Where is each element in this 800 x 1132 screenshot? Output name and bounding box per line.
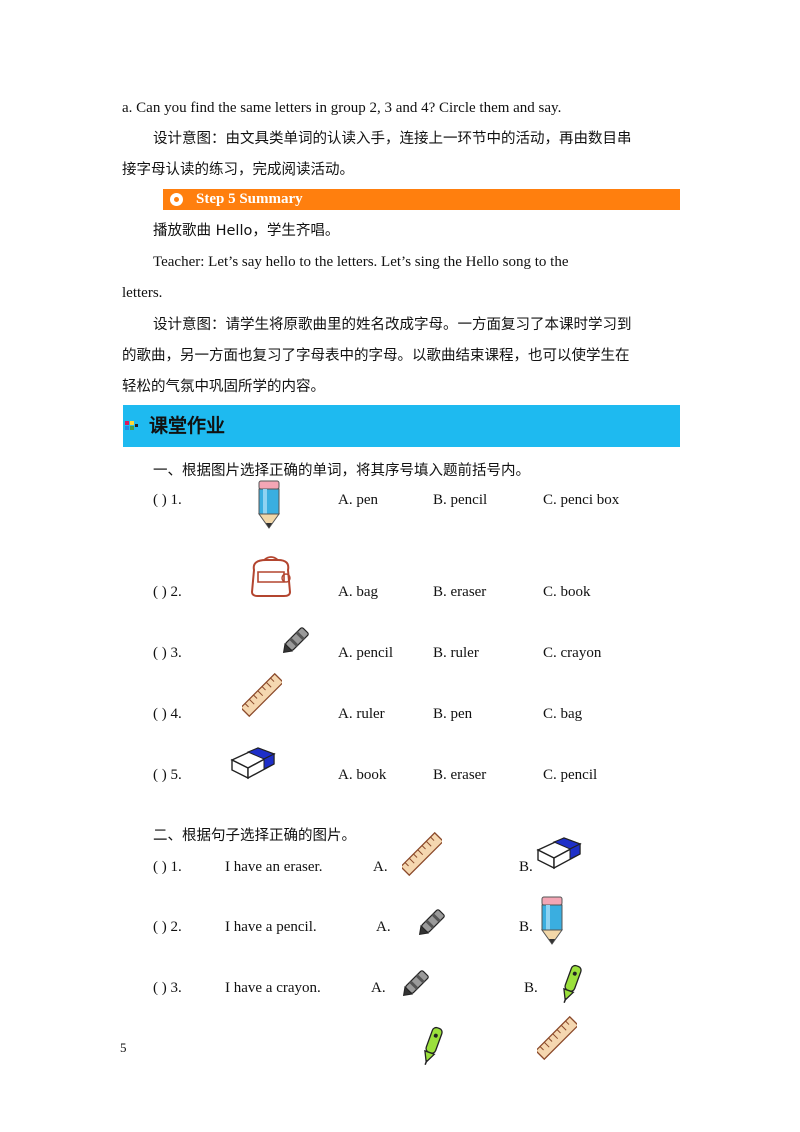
part2-item3-number: ( ) 3. <box>153 980 182 996</box>
ruler-icon <box>402 831 442 877</box>
design-intent-2-line1: 设计意图：请学生将原歌曲里的姓名改成字母。一方面复习了本课时学习到 <box>153 317 632 333</box>
crayon-icon <box>282 627 309 654</box>
part1-item5-number: ( ) 5. <box>153 767 182 783</box>
part1-item1-option-a: A. pen <box>338 492 378 508</box>
part1-item3-option-c: C. crayon <box>543 645 602 661</box>
pencil-icon <box>258 480 280 529</box>
part1-item5-option-a: A. book <box>338 767 387 783</box>
part1-item4-option-c: C. bag <box>543 706 583 722</box>
part2-item2-sentence: I have a pencil. <box>225 919 317 935</box>
part1-item3-option-b: B. ruler <box>433 645 479 661</box>
song-line: 播放歌曲 Hello，学生齐唱。 <box>153 223 340 239</box>
step5-label: Step 5 Summary <box>196 191 303 207</box>
bullet-circle-icon <box>170 193 183 206</box>
part2-item2-option-a: A. <box>376 919 391 935</box>
part2-item2-number: ( ) 2. <box>153 919 182 935</box>
part1-item4-option-b: B. pen <box>433 706 473 722</box>
crayon-icon <box>418 909 445 936</box>
part1-item1-number: ( ) 1. <box>153 492 182 508</box>
homework-title: 课堂作业 <box>149 415 226 437</box>
part2-item3-option-b: B. <box>524 980 538 996</box>
part1-item2-number: ( ) 2. <box>153 584 182 600</box>
part2-item1-number: ( ) 1. <box>153 859 182 875</box>
diamond-bullet-icon <box>125 421 138 430</box>
part2-item1-option-b: B. <box>519 859 533 875</box>
part1-item2-option-a: A. bag <box>338 584 378 600</box>
bag-icon <box>250 556 292 597</box>
design-intent-2-line3: 轻松的气氛中巩固所学的内容。 <box>122 379 325 395</box>
part1-title: 一、根据图片选择正确的单词，将其序号填入题前括号内。 <box>153 463 530 479</box>
part1-item2-option-b: B. eraser <box>433 584 487 600</box>
eraser-icon <box>536 837 582 870</box>
pen-icon <box>424 1026 443 1066</box>
part1-item1-option-c: C. penci box <box>543 492 620 508</box>
step5-banner: Step 5 Summary <box>163 189 680 210</box>
page-number: 5 <box>120 1040 127 1055</box>
teacher-line1: Teacher: Let’s say hello to the letters.… <box>153 254 569 270</box>
pencil-icon <box>541 896 563 945</box>
part1-item5-option-b: B. eraser <box>433 767 487 783</box>
design-intent-1-line1: 设计意图：由文具类单词的认读入手，连接上一环节中的活动，再由数目串 <box>153 131 632 147</box>
part1-item4-number: ( ) 4. <box>153 706 182 722</box>
ruler-icon <box>537 1015 577 1061</box>
part1-item3-option-a: A. pencil <box>338 645 393 661</box>
homework-banner: 课堂作业 <box>123 405 680 447</box>
part1-item2-option-c: C. book <box>543 584 591 600</box>
part2-item3-sentence: I have a crayon. <box>225 980 321 996</box>
part2-title: 二、根据句子选择正确的图片。 <box>153 828 356 844</box>
pen-icon <box>563 964 582 1004</box>
part1-item5-option-c: C. pencil <box>543 767 598 783</box>
crayon-icon <box>402 970 429 997</box>
design-intent-2-line2: 的歌曲，另一方面也复习了字母表中的字母。以歌曲结束课程，也可以使学生在 <box>122 348 630 364</box>
design-intent-1-line2: 接字母认读的练习，完成阅读活动。 <box>122 162 354 178</box>
part2-item1-option-a: A. <box>373 859 388 875</box>
teacher-line2: letters. <box>122 285 163 301</box>
part2-item3-option-a: A. <box>371 980 386 996</box>
part2-item1-sentence: I have an eraser. <box>225 859 323 875</box>
part1-item4-option-a: A. ruler <box>338 706 385 722</box>
ruler-icon <box>242 672 282 718</box>
eraser-icon <box>230 747 276 780</box>
part1-item1-option-b: B. pencil <box>433 492 488 508</box>
intro-line: a. Can you find the same letters in grou… <box>122 100 562 116</box>
part2-item2-option-b: B. <box>519 919 533 935</box>
part1-item3-number: ( ) 3. <box>153 645 182 661</box>
